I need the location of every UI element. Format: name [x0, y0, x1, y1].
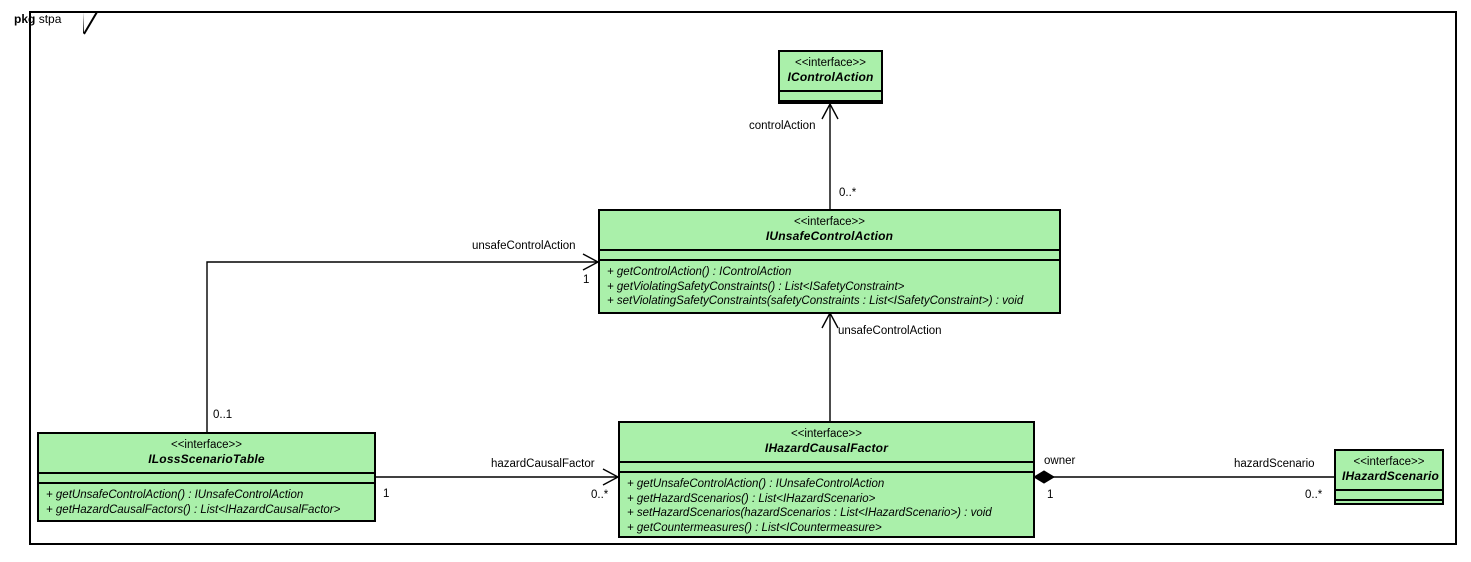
class-stereotype: <<interface>>	[171, 439, 242, 451]
edge-multiplicity-unsafe-control-action-target: 1	[583, 274, 590, 286]
class-header-icontrolaction: <<interface>> IControlAction	[780, 52, 881, 92]
class-stereotype: <<interface>>	[791, 428, 862, 440]
class-operations-compartment	[1336, 501, 1442, 509]
class-attributes-compartment	[600, 251, 1059, 261]
class-stereotype: <<interface>>	[794, 216, 865, 228]
class-header-ihazardcausalfactor: <<interface>> IHazardCausalFactor	[620, 423, 1033, 463]
edge-label-hazard-scenario: hazardScenario	[1234, 458, 1315, 470]
class-box-ihazardcausalfactor[interactable]: <<interface>> IHazardCausalFactor + getU…	[618, 421, 1035, 538]
class-stereotype: <<interface>>	[795, 57, 866, 69]
edge-multiplicity-hazard-scenario-source: 1	[1047, 489, 1054, 501]
package-label: pkg stpa	[14, 12, 61, 26]
class-header-ihazardscenario: <<interface>> IHazardScenario	[1336, 451, 1442, 491]
class-box-ilossscenariotable[interactable]: <<interface>> ILossScenarioTable + getUn…	[37, 432, 376, 522]
edge-multiplicity-hazard-causal-factor-target: 0..*	[591, 489, 609, 501]
class-name: IUnsafeControlAction	[765, 229, 894, 243]
class-operation: + setViolatingSafetyConstraints(safetyCo…	[607, 295, 1024, 307]
edge-label-hazard-causal-factor: hazardCausalFactor	[491, 458, 595, 470]
class-operations-compartment	[780, 102, 881, 110]
class-operation: + getHazardScenarios() : List<IHazardSce…	[627, 492, 876, 505]
class-operations-compartment: + getUnsafeControlAction() : IUnsafeCont…	[620, 473, 1033, 540]
edge-multiplicity-control-action-source: 0..*	[839, 187, 857, 199]
class-stereotype: <<interface>>	[1353, 456, 1425, 468]
class-operation: + getControlAction() : IControlAction	[607, 266, 792, 278]
edge-label-unsafe-control-action-lst: unsafeControlAction	[472, 240, 576, 252]
edge-multiplicity-hazard-scenario-target: 0..*	[1305, 489, 1323, 501]
class-operations-compartment: + getUnsafeControlAction() : IUnsafeCont…	[39, 484, 374, 522]
package-keyword: pkg	[14, 12, 36, 26]
edge-label-unsafe-control-action-hcf: unsafeControlAction	[838, 325, 942, 337]
edge-multiplicity-unsafe-control-action-source: 0..1	[213, 409, 233, 421]
class-operation: + getHazardCausalFactors() : List<IHazar…	[46, 503, 341, 516]
edge-multiplicity-hazard-causal-factor-source: 1	[383, 488, 390, 500]
package-name: stpa	[38, 12, 62, 26]
class-name: IControlAction	[787, 70, 874, 84]
package-frame	[29, 11, 1457, 545]
class-header-ilossscenariotable: <<interface>> ILossScenarioTable	[39, 434, 374, 474]
class-name: IHazardCausalFactor	[764, 441, 889, 455]
class-box-iunsafecontrolaction[interactable]: <<interface>> IUnsafeControlAction + get…	[598, 209, 1061, 314]
class-operation: + getCountermeasures() : List<ICounterme…	[627, 521, 882, 534]
class-operation: + getViolatingSafetyConstraints() : List…	[607, 280, 905, 293]
class-attributes-compartment	[620, 463, 1033, 473]
class-operation: + getUnsafeControlAction() : IUnsafeCont…	[46, 489, 304, 501]
class-box-ihazardscenario[interactable]: <<interface>> IHazardScenario	[1334, 449, 1444, 505]
class-box-icontrolaction[interactable]: <<interface>> IControlAction	[778, 50, 883, 104]
class-attributes-compartment	[1336, 491, 1442, 501]
class-name: IHazardScenario	[1342, 469, 1440, 483]
class-operation: + getUnsafeControlAction() : IUnsafeCont…	[627, 478, 885, 490]
package-tab-slant-icon	[83, 11, 99, 35]
edge-label-hazard-scenario-owner: owner	[1044, 455, 1076, 467]
class-attributes-compartment	[780, 92, 881, 102]
edge-label-control-action: controlAction	[749, 120, 816, 132]
class-attributes-compartment	[39, 474, 374, 484]
class-name: ILossScenarioTable	[148, 452, 265, 466]
class-operations-compartment: + getControlAction() : IControlAction + …	[600, 261, 1059, 314]
class-operation: + setHazardScenarios(hazardScenarios : L…	[627, 507, 992, 519]
class-header-iunsafecontrolaction: <<interface>> IUnsafeControlAction	[600, 211, 1059, 251]
